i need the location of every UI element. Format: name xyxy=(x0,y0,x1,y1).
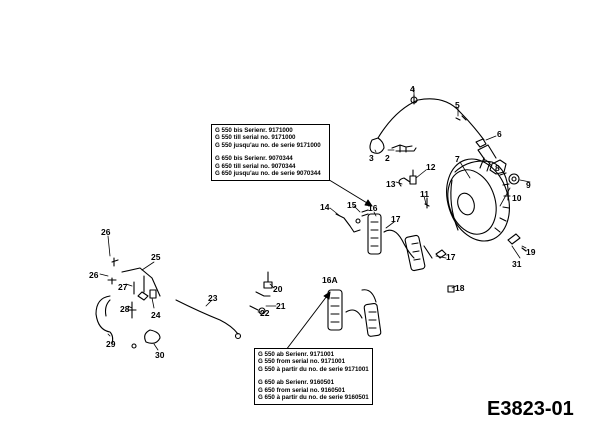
callout-line: G 550 till serial no. 9171000 xyxy=(215,134,296,142)
ignition-module-upper xyxy=(335,209,527,293)
part-label: 5 xyxy=(455,100,460,110)
part-leaders xyxy=(99,87,531,351)
part-label: 12 xyxy=(426,162,436,172)
part-label: 7 xyxy=(455,154,460,164)
callout-line: G 650 from serial no. 9160501 xyxy=(258,386,346,394)
part-label: 22 xyxy=(260,308,270,318)
part-label: 9 xyxy=(526,180,531,190)
part-label: 2 xyxy=(385,153,390,163)
part-label: 29 xyxy=(106,339,116,349)
part-label: 13 xyxy=(386,179,396,189)
part-label: 27 xyxy=(118,282,128,292)
part-label: 19 xyxy=(526,247,536,257)
diagram-code: E3823-01 xyxy=(487,398,574,420)
part-label: 17 xyxy=(446,252,456,262)
leader-lines xyxy=(285,177,373,351)
part-label: 10 xyxy=(512,193,522,203)
ignition-module-lower xyxy=(327,289,382,337)
part-label: 18 xyxy=(455,283,465,293)
serial-callout-top: G 550 bis Serienr. 9171000 G 550 till se… xyxy=(211,124,330,181)
part-label: 26 xyxy=(89,270,99,280)
part-label: 21 xyxy=(276,301,286,311)
part-label: 25 xyxy=(151,252,161,262)
part-label: 4 xyxy=(410,84,415,94)
callout-line: G 550 from serial no. 9171001 xyxy=(258,358,346,366)
throttle-parts xyxy=(95,257,273,349)
part-label: 8 xyxy=(495,163,500,173)
callout-line: G 650 à partir du no. de serie 9160501 xyxy=(258,394,369,402)
part-label: 16 xyxy=(368,203,378,213)
ignition-lead xyxy=(369,94,487,154)
part-number-labels: 2 3 4 5 6 7 8 9 10 11 12 13 14 15 16 16A… xyxy=(89,84,536,360)
callout-line: G 550 jusqu'au no. de serie 9171000 xyxy=(215,141,321,149)
callout-line: G 550 ab Serienr. 9171001 xyxy=(258,351,335,358)
part-label: 14 xyxy=(320,202,330,212)
part-label: 31 xyxy=(512,259,522,269)
callout-line: G 650 till serial no. 9070344 xyxy=(215,162,296,170)
part-label: 24 xyxy=(151,310,161,320)
callout-line: G 550 à partir du no. de serie 9171001 xyxy=(258,365,369,373)
part-label: 26 xyxy=(101,227,111,237)
callout-line: G 650 jusqu'au no. de serie 9070344 xyxy=(215,170,321,178)
part-label: 17 xyxy=(391,214,401,224)
part-label: 28 xyxy=(120,304,130,314)
part-label: 11 xyxy=(420,189,429,199)
part-label: 15 xyxy=(347,200,357,210)
part-label: 3 xyxy=(369,153,374,163)
callout-line: G 550 bis Serienr. 9171000 xyxy=(215,127,293,134)
part-label: 23 xyxy=(208,293,218,303)
flywheel-assembly xyxy=(446,144,511,242)
part-label: 16A xyxy=(322,275,338,285)
callout-line: G 650 ab Serienr. 9160501 xyxy=(258,379,335,387)
small-hardware xyxy=(398,159,520,209)
callout-line: G 650 bis Serienr. 9070344 xyxy=(215,155,293,163)
part-label: 30 xyxy=(155,350,165,360)
part-label: 6 xyxy=(497,129,502,139)
serial-callout-bottom: G 550 ab Serienr. 9171001 G 550 from ser… xyxy=(254,348,373,405)
part-label: 20 xyxy=(273,284,283,294)
